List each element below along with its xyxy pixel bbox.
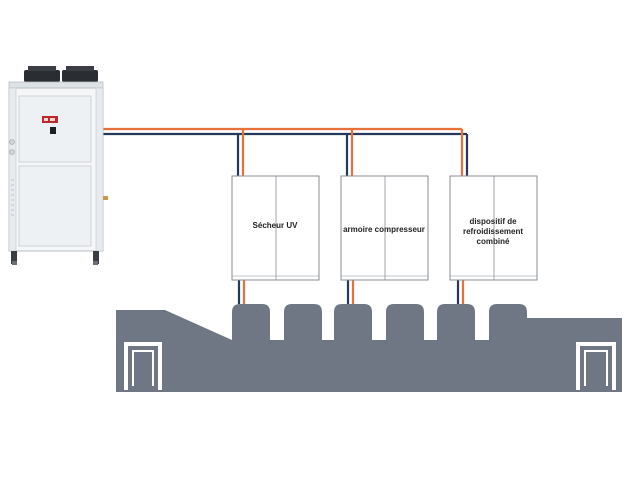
industrial-chiller-icon [8, 66, 108, 265]
cabinet-label-uv-dryer: Sécheur UV [252, 221, 298, 230]
cabinet-uv-dryer [231, 175, 320, 281]
cabinet-combined-cooling [449, 175, 538, 281]
cabinet-label-compressor: armoire compresseur [343, 225, 425, 234]
printing-press-silhouette [116, 304, 622, 392]
piping [100, 127, 469, 304]
cabinet-label-combined-cooling: dispositif de refroidissement combiné [462, 217, 524, 246]
feeder-pile [124, 342, 162, 390]
delivery-pile [576, 342, 616, 390]
cabinet-compressor [340, 175, 429, 281]
